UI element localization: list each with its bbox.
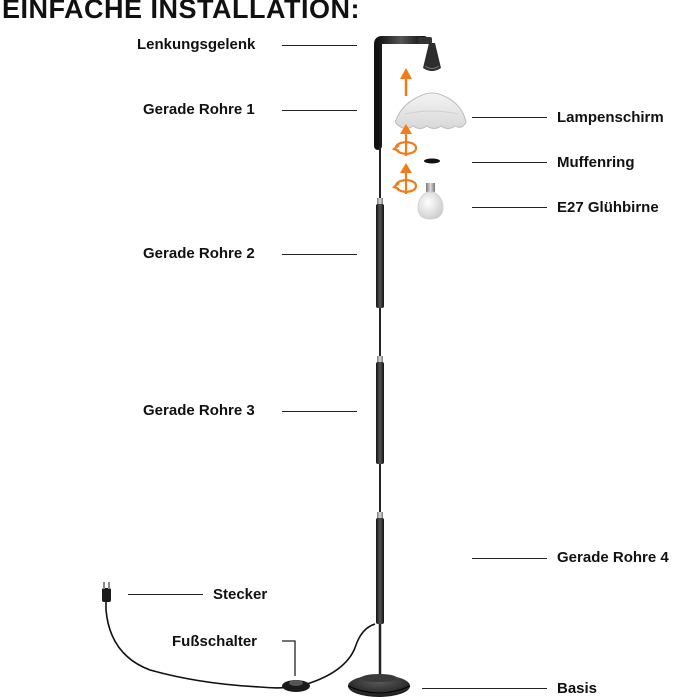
leader-lampenschirm — [472, 117, 547, 119]
label-gerade-rohre-3: Gerade Rohre 3 — [143, 402, 255, 419]
label-basis: Basis — [557, 680, 598, 697]
leader-gerade-rohre-3 — [282, 411, 357, 413]
muffenring-part — [424, 158, 440, 164]
rotate-arrow-icon — [391, 124, 418, 156]
label-fussschalter: Fußschalter — [172, 633, 258, 650]
leader-stecker — [128, 594, 203, 596]
label-gluehbirne: E27 Glühbirne — [557, 199, 659, 216]
rotate-arrow-icon — [391, 163, 418, 194]
pole-segment-2 — [376, 198, 384, 308]
stecker-part — [102, 582, 111, 602]
arrow-up-icon — [400, 68, 412, 96]
leader-gluehbirne — [472, 207, 547, 209]
lenkungsgelenk-part — [374, 36, 441, 150]
pole-segment-4 — [376, 512, 384, 624]
label-gerade-rohre-1: Gerade Rohre 1 — [143, 101, 255, 118]
leader-muffenring — [472, 162, 547, 164]
pole-segment-3 — [376, 356, 384, 464]
leader-lenkungsgelenk — [282, 45, 357, 47]
label-muffenring: Muffenring — [557, 154, 635, 171]
page-title: EINFACHE INSTALLATION: — [2, 0, 360, 24]
leader-fussschalter — [282, 640, 296, 676]
leader-gerade-rohre-1 — [282, 110, 357, 112]
label-lampenschirm: Lampenschirm — [557, 109, 664, 126]
leader-gerade-rohre-2 — [282, 254, 357, 256]
label-lenkungsgelenk: Lenkungsgelenk — [137, 36, 256, 53]
basis-part — [347, 674, 411, 697]
label-gerade-rohre-2: Gerade Rohre 2 — [143, 245, 255, 262]
gluehbirne-part — [417, 183, 444, 220]
leader-gerade-rohre-4 — [472, 558, 547, 560]
fussschalter-part — [282, 680, 310, 692]
label-gerade-rohre-4: Gerade Rohre 4 — [557, 549, 669, 566]
label-stecker: Stecker — [213, 586, 268, 603]
lampenschirm-part — [394, 92, 467, 129]
power-cord — [105, 600, 376, 689]
leader-basis — [422, 688, 547, 690]
